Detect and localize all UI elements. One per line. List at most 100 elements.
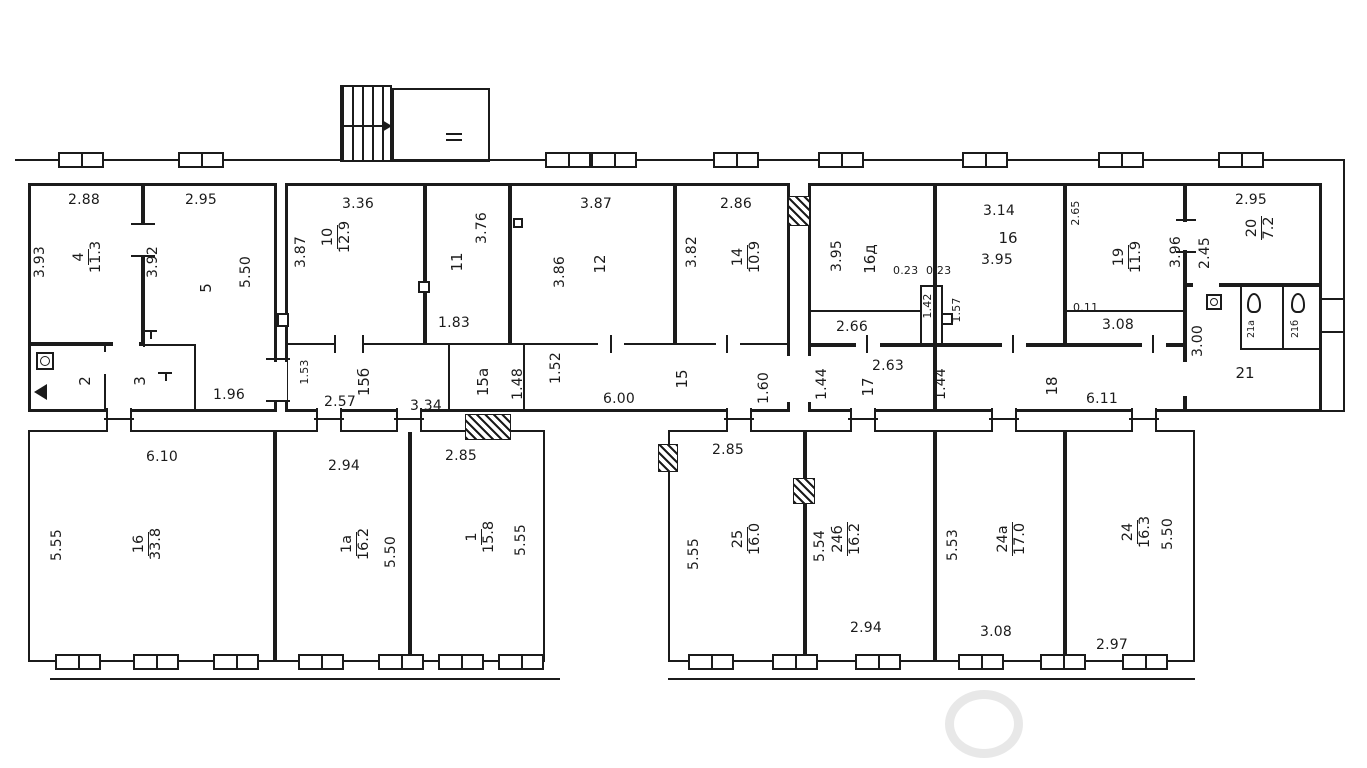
- door-10-tick-a: [334, 335, 336, 353]
- dim-h21: 3.00: [1190, 325, 1206, 357]
- hatch-above-room-1: [465, 414, 511, 440]
- room-label-12: 12: [591, 254, 609, 274]
- dim-w11-b: 1.83: [438, 315, 470, 331]
- window: [1218, 152, 1264, 168]
- hatch-middle-right-junction: [788, 196, 810, 226]
- door-2-3: [102, 352, 110, 374]
- dim-h18: 1.44: [933, 368, 949, 400]
- door-16d-tick: [866, 335, 868, 353]
- window: [591, 152, 637, 168]
- room-number: 20: [1244, 215, 1262, 241]
- dim-h19-l: 2.65: [1069, 200, 1082, 226]
- window: [378, 654, 424, 670]
- stair-arrow-head: [382, 120, 392, 132]
- door-19-20-tick-a: [1176, 219, 1196, 221]
- room-label-16d: 16д: [861, 244, 879, 274]
- window: [713, 152, 759, 168]
- dim-w24a-b: 3.08: [980, 624, 1012, 640]
- door-20-21: [1193, 281, 1219, 291]
- room-3: [104, 344, 196, 412]
- room-label-10: 10 12.9: [318, 214, 356, 260]
- door-10-tick-b: [362, 335, 364, 353]
- right-gallery-window-b: [1322, 331, 1345, 333]
- room-label-21b: 21б: [1290, 320, 1301, 338]
- dim-w25-top: 2.85: [712, 442, 744, 458]
- window: [55, 654, 101, 670]
- room-5: [143, 183, 277, 412]
- dim-h25: 5.55: [686, 538, 702, 570]
- window: [545, 152, 591, 168]
- room-area: 12.9: [336, 220, 353, 254]
- dim-shaft-r: 0.23: [926, 264, 952, 277]
- hatch-left-of-25: [658, 444, 678, 472]
- dim-h16d: 3.95: [829, 240, 845, 272]
- facade-line-top: [15, 159, 1345, 161]
- room-number: 16: [131, 531, 149, 557]
- dim-h5: 5.50: [238, 256, 254, 288]
- room-label-19: 19 11.9: [1109, 234, 1147, 280]
- room-label-16r: 16: [998, 229, 1018, 247]
- room-label-15: 15: [673, 369, 691, 389]
- room-label-5: 5: [197, 283, 215, 293]
- dim-w14-top: 2.86: [720, 196, 752, 212]
- door-14-15: [716, 341, 740, 349]
- vent-box: [513, 218, 523, 228]
- dim-w1-top: 2.85: [445, 448, 477, 464]
- dim-w15b2: 3.34: [410, 398, 442, 414]
- room-4: [28, 183, 143, 344]
- dim-w19-011: 0.11: [1073, 301, 1099, 314]
- sink-icon: [1206, 294, 1222, 310]
- dim-h12: 3.86: [552, 256, 568, 288]
- window: [688, 654, 734, 670]
- dim-shaft-l: 0.23: [893, 264, 919, 277]
- watermark: [945, 690, 1023, 758]
- dim-h19-r: 3.96: [1168, 236, 1184, 268]
- dim-w4-top: 2.88: [68, 192, 100, 208]
- door-4-5: [139, 225, 149, 257]
- room-area: 11.3: [87, 240, 104, 274]
- band-door-6: [989, 408, 1019, 432]
- shaft-cap: [920, 285, 943, 287]
- right-gallery-wall: [1343, 160, 1345, 412]
- room-number: 19: [1111, 244, 1129, 270]
- room-label-24b: 24б 16.2: [828, 516, 866, 562]
- door-19-tick: [1152, 335, 1154, 353]
- radiator-mark: [143, 330, 157, 339]
- dim-h1a: 5.50: [383, 536, 399, 568]
- room-label-4: 4 11.3: [69, 234, 107, 280]
- room-label-15a: 15а: [474, 367, 492, 397]
- room-number: 1а: [339, 531, 357, 557]
- wall-15a-15: [523, 345, 525, 412]
- dim-h4-right: 3.92: [145, 246, 161, 278]
- porch-mark-a: [446, 133, 462, 135]
- porch: [392, 88, 490, 162]
- window: [855, 654, 901, 670]
- room-area: 16.2: [846, 522, 863, 556]
- room-label-17: 17: [859, 377, 877, 397]
- room-area: 16.0: [746, 522, 763, 556]
- wc-wall-c: [1240, 348, 1322, 350]
- dim-h16r: 3.95: [981, 252, 1013, 268]
- room-number: 24а: [995, 522, 1013, 556]
- hatch-25-24b: [793, 478, 815, 504]
- door-18-21: [1179, 362, 1189, 396]
- room-12: [510, 183, 675, 345]
- room-19: [1065, 183, 1185, 345]
- room-5-open-corner: [140, 347, 149, 409]
- room-label-16big: 16 33.8: [129, 521, 167, 567]
- door-14-tick: [726, 335, 728, 353]
- room-area: 11.9: [1127, 240, 1144, 274]
- room-label-1a: 1а 16.2: [337, 521, 375, 567]
- room-area: 7.2: [1260, 216, 1277, 240]
- room-number: 4: [71, 249, 89, 265]
- dim-h11: 3.76: [474, 212, 490, 244]
- room-number: 24б: [830, 522, 848, 556]
- room-label-14: 14 10.9: [728, 234, 766, 280]
- dim-w12-top: 3.87: [580, 196, 612, 212]
- band-door-7: [1129, 408, 1159, 432]
- band-door-4: [724, 408, 754, 432]
- window: [178, 152, 224, 168]
- vent-box: [277, 313, 289, 327]
- door-12-tick: [610, 335, 612, 353]
